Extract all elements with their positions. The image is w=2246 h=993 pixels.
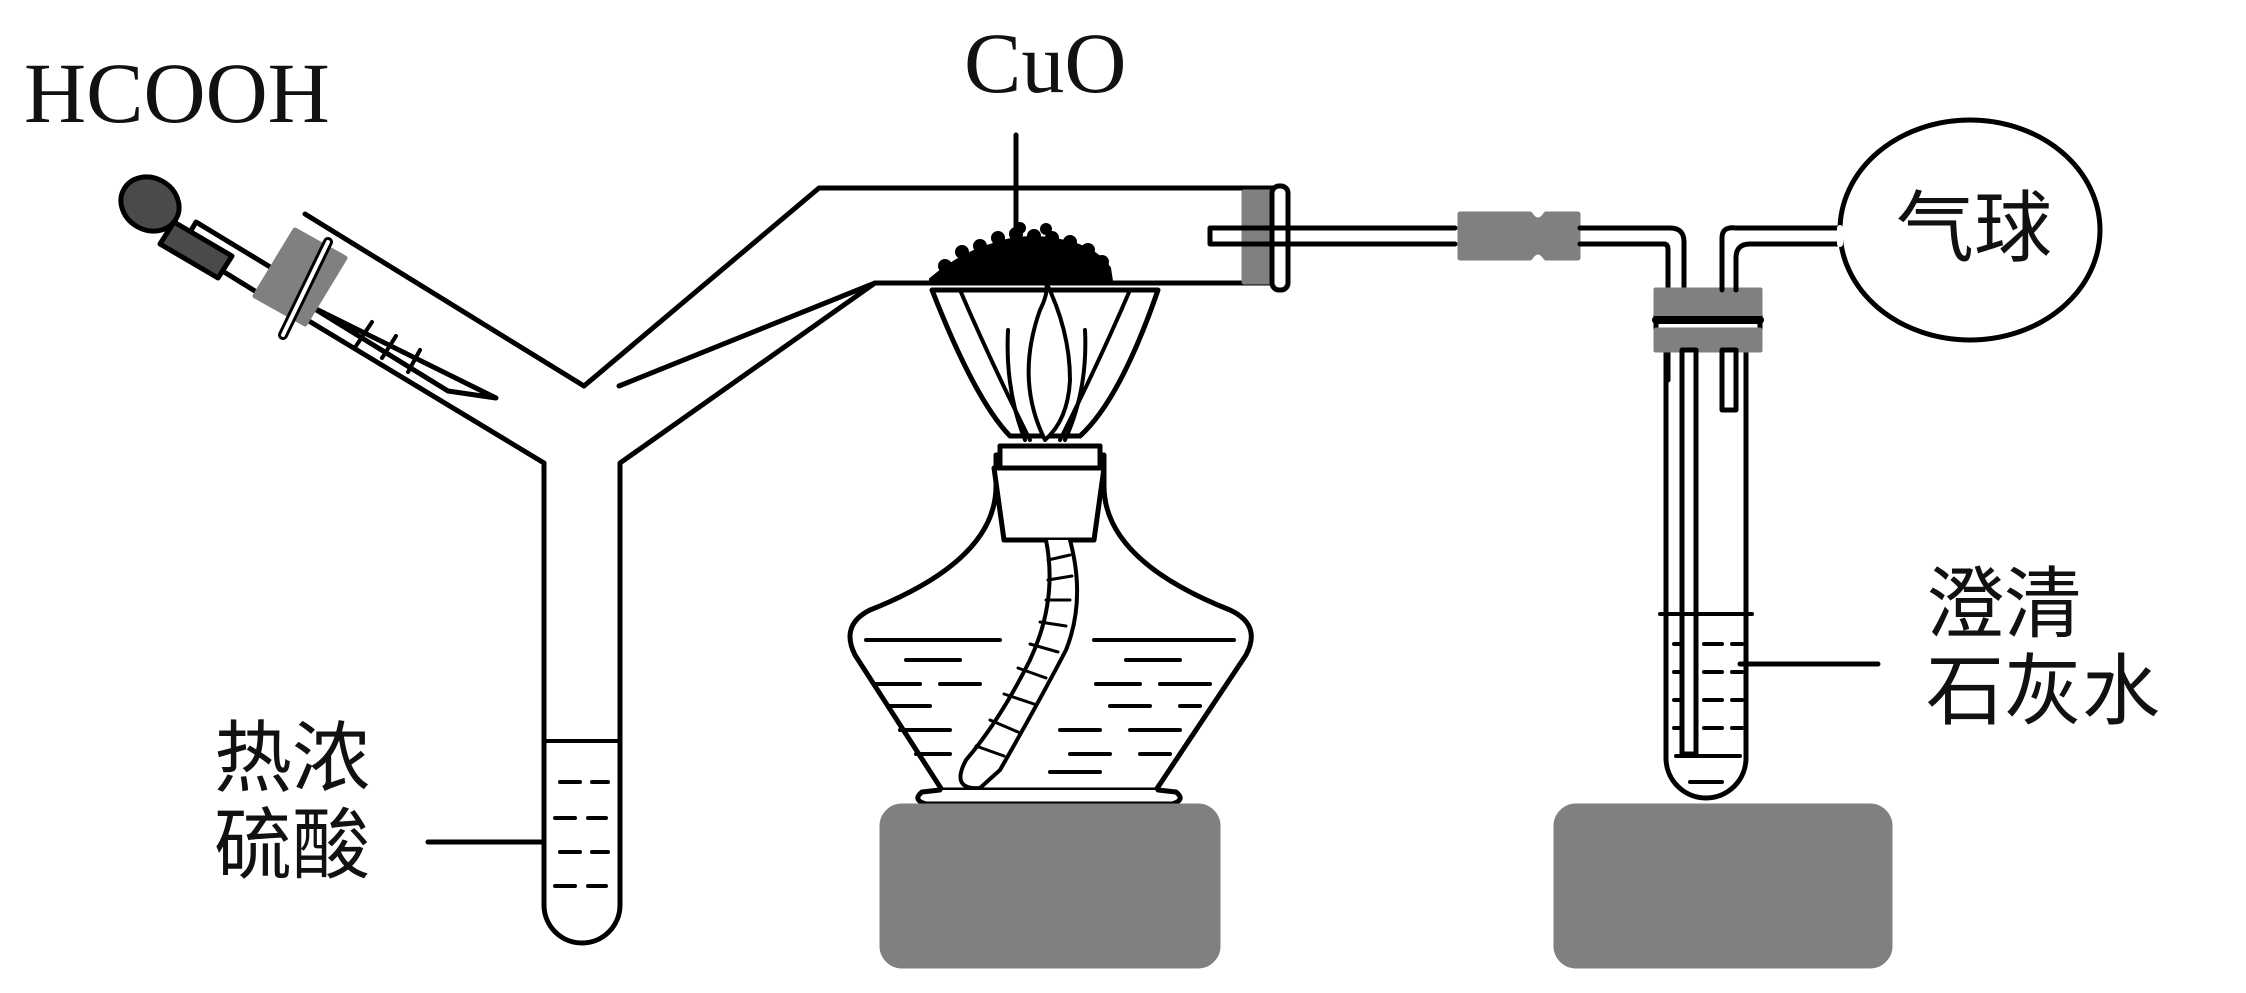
limewater-label-line1: 澄清 (1926, 560, 2083, 650)
alcohol-lamp (847, 278, 1254, 807)
limewater-label-line2: 石灰水 (1926, 647, 2161, 738)
cuo-powder (929, 222, 1113, 282)
tube-stand-block (1553, 803, 1893, 969)
cuo-label: CuO (964, 15, 1127, 111)
sulfuric-acid-label-line1: 热浓 (214, 714, 371, 804)
tube-stopper (1207, 183, 1458, 293)
sulfuric-acid-label-line2: 硫酸 (214, 801, 371, 892)
limewater-label: 澄清 石灰水 (1926, 560, 2161, 738)
rubber-connector (1457, 211, 1687, 383)
lamp-stand-block (879, 803, 1221, 969)
sulfuric-acid-liquid (544, 739, 620, 888)
balloon-label: 气球 (1896, 184, 2053, 274)
hcooh-label: HCOOH (24, 45, 330, 141)
sulfuric-acid-label: 热浓 硫酸 (214, 714, 371, 892)
limewater-tube (1652, 225, 1881, 801)
dropper (118, 174, 499, 401)
y-tube (210, 185, 1288, 946)
